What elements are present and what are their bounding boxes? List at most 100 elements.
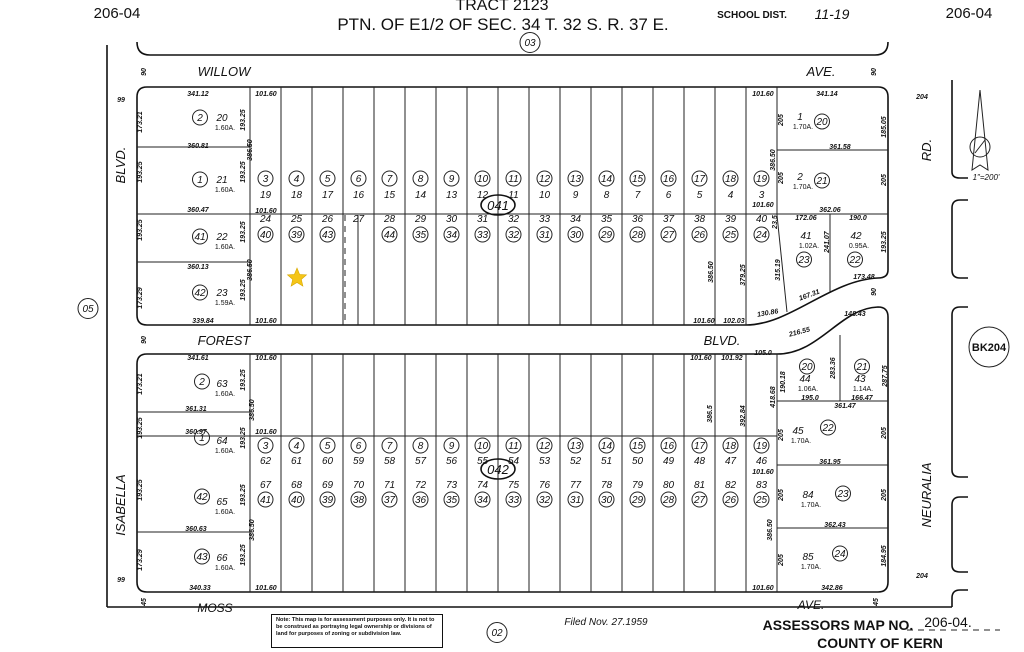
parcel-number [847, 251, 863, 268]
parcel-number [443, 437, 460, 454]
book-041-label: 041 [487, 198, 509, 213]
parcel-number-label: 1 [199, 433, 205, 444]
assessment-disclaimer-note: Note: This map is for assessment purpose… [271, 614, 443, 648]
parcel-number [319, 170, 336, 187]
parcel-number [835, 485, 851, 502]
right-bracket [951, 589, 968, 607]
parcel-number [194, 429, 210, 446]
parcel-number [381, 226, 398, 243]
tract-title: TRACT 2123 [455, 0, 548, 14]
lot-number: 34 [570, 214, 582, 225]
dimension-label: 101.60 [690, 355, 712, 362]
parcel-number-label: 26 [693, 230, 706, 241]
parcel-number [192, 109, 208, 126]
parcel-number [820, 419, 836, 436]
page-reference-left-label: 05 [82, 304, 94, 315]
dimension-label: 340.33 [189, 585, 211, 592]
dimension-label: 205 [881, 489, 888, 502]
lot-number: 47 [725, 456, 737, 467]
lot-acreage: 1.70A. [791, 438, 811, 445]
parcel-number-label: 30 [570, 230, 582, 241]
school-district-label: SCHOOL DIST. [717, 10, 787, 21]
parcel-number-label: 16 [663, 174, 675, 185]
street-willow: WILLOW [198, 64, 252, 79]
dimension-label: 101.60 [693, 318, 715, 325]
parcel-number [350, 491, 367, 508]
parcel-number-label: 7 [387, 174, 393, 185]
parcel-number-label: 11 [508, 174, 518, 185]
parcel-number-label: 31 [539, 230, 550, 241]
parcel-number [505, 491, 522, 508]
parcel-number-label: 10 [477, 441, 489, 452]
lot-acreage: 1.60A. [215, 448, 235, 455]
parcel-number [381, 437, 398, 454]
parcel-number [691, 170, 708, 187]
parcel-number-label: 30 [601, 495, 613, 506]
parcel-number-label: 40 [291, 495, 303, 506]
parcel-number [598, 226, 615, 243]
county-name: COUNTY OF KERN [817, 635, 943, 651]
street-width-label: 99 [117, 577, 125, 584]
parcel-number-label: 39 [291, 230, 303, 241]
parcel-number [753, 437, 770, 454]
dimension-label: 105.0 [754, 350, 772, 357]
lot-number: 13 [446, 190, 458, 201]
dimension-label: 205 [778, 554, 785, 567]
dimension-label: 173.21 [137, 373, 144, 395]
lot-number: 43 [854, 374, 866, 385]
parcel-number-label: 2 [196, 113, 203, 124]
parcel-number [660, 170, 677, 187]
parcel-number-label: 13 [570, 441, 582, 452]
lot-number: 36 [632, 214, 644, 225]
dimension-label: 193.25 [137, 479, 144, 501]
parcel-number-label: 13 [570, 174, 582, 185]
lot-number: 1 [797, 112, 803, 123]
parcel-number [194, 373, 210, 390]
lot-number: 31 [477, 214, 488, 225]
north-arrow-icon [971, 89, 989, 171]
parcel-number-label: 29 [600, 230, 613, 241]
dimension-label: 287.75 [882, 365, 889, 388]
parcel-number-label: 3 [263, 174, 269, 185]
lot-acreage: 1.02A. [799, 243, 819, 250]
parcel-number [567, 437, 584, 454]
lot-number: 75 [508, 480, 520, 491]
parcel-number-label: 7 [387, 441, 393, 452]
lot-number: 32 [508, 214, 520, 225]
parcel-number-label: 17 [694, 441, 706, 452]
lot-number: 85 [802, 552, 814, 563]
parcel-number-label: 5 [325, 441, 331, 452]
parcel-number [412, 437, 429, 454]
street-forest-blvd: BLVD. [704, 333, 741, 348]
street-isabella-blvd: BLVD. [113, 147, 128, 184]
dimension-label: 193.25 [881, 231, 888, 253]
dimension-label: 205 [881, 427, 888, 440]
parcel-number-label: 25 [724, 230, 737, 241]
parcel-number-label: 18 [725, 441, 737, 452]
parcel-number-label: 5 [325, 174, 331, 185]
parcel-number [381, 491, 398, 508]
right-bracket [951, 199, 968, 279]
parcel-number-label: 33 [508, 495, 520, 506]
dimension-label: 173.29 [137, 287, 144, 309]
lot-acreage: 1.60A. [215, 187, 235, 194]
dimension-label: 101.60 [255, 429, 277, 436]
lot-number: 58 [384, 456, 396, 467]
parcel-number-label: 28 [631, 230, 644, 241]
dimension-label: 172.06 [795, 215, 817, 222]
lot-number: 5 [697, 190, 703, 201]
lot-number: 64 [216, 436, 228, 447]
parcel-number [629, 437, 646, 454]
parcel-number-label: 35 [415, 230, 427, 241]
parcel-number [288, 170, 305, 187]
lot-number: 3 [759, 190, 765, 201]
parcel-number [722, 491, 739, 508]
assessors-map-number: 206-04. [924, 614, 971, 630]
parcel-number [660, 226, 677, 243]
dimension-label: 386.50 [767, 519, 774, 541]
lot-number: 7 [635, 190, 641, 201]
parcel-number [412, 491, 429, 508]
parcel-number [691, 491, 708, 508]
dimension-label: 193.25 [240, 484, 247, 506]
page-reference-top-label: 03 [524, 38, 536, 49]
